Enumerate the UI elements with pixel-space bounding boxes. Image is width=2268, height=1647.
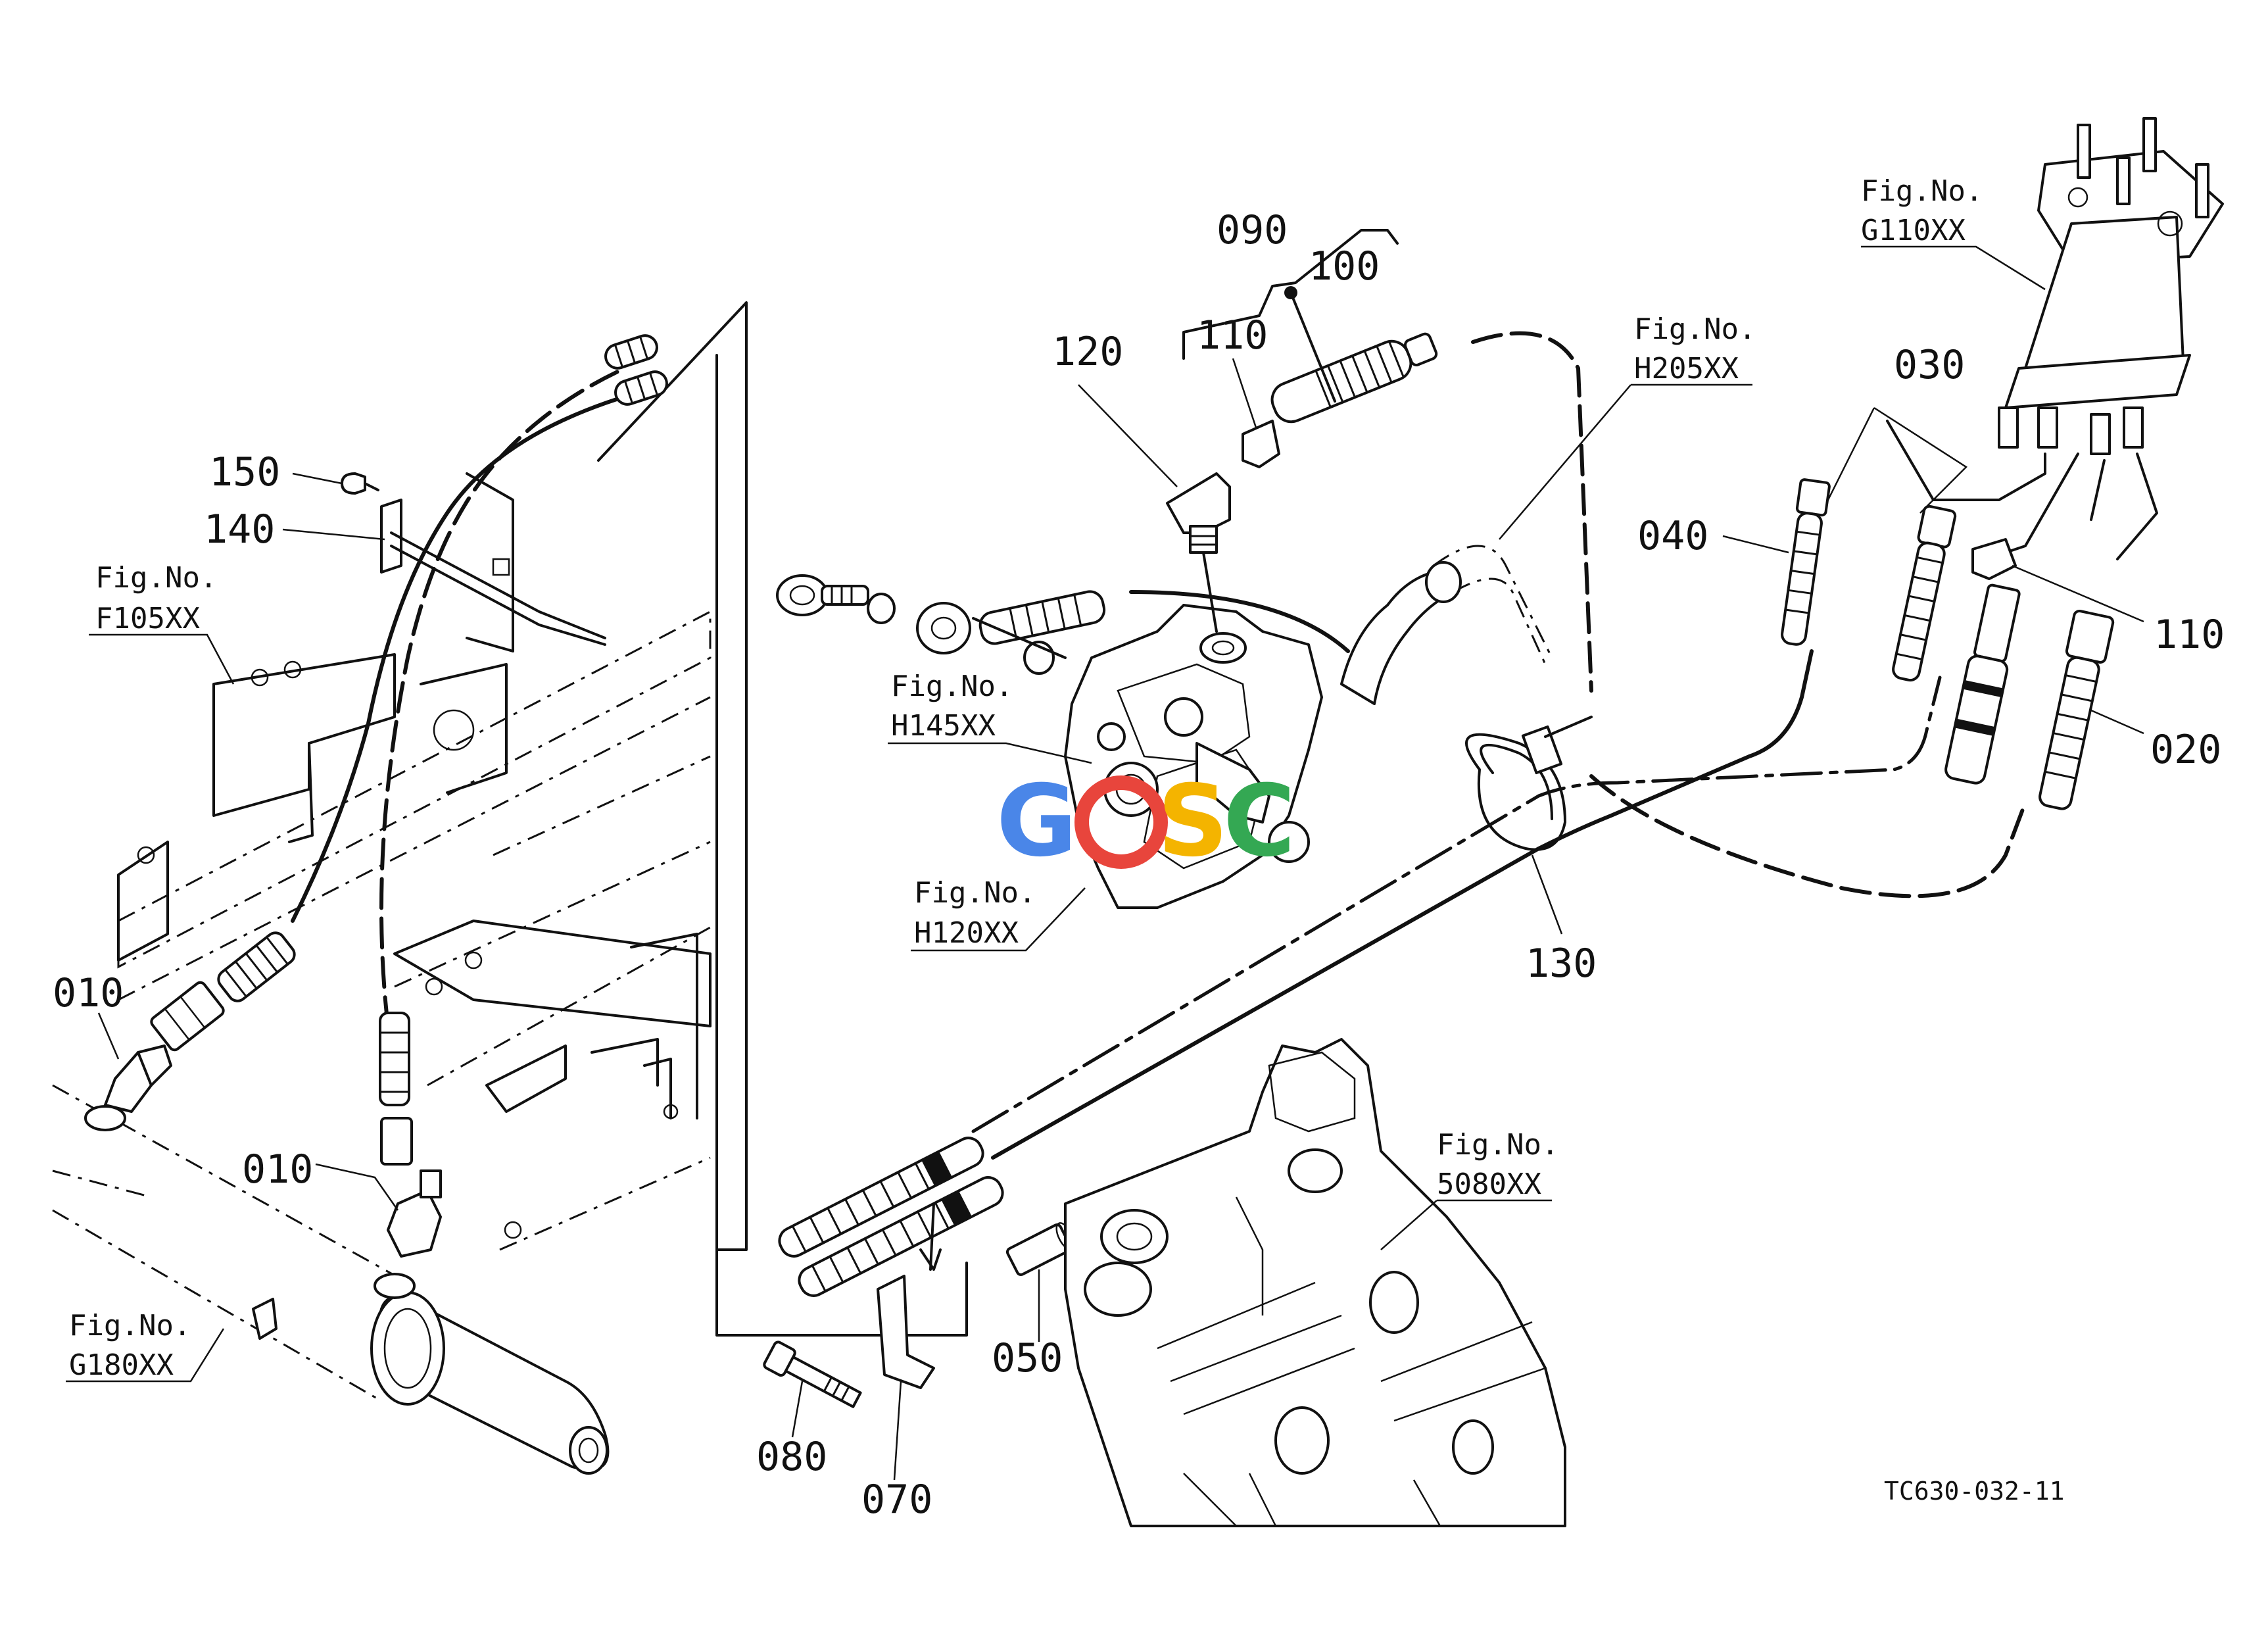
drawing-code: TC630-032-11 <box>1884 1477 2065 1506</box>
figref-h120xx-code: H120XX <box>914 916 1019 950</box>
steering-unit <box>1886 117 2224 560</box>
part-label-020: 020 <box>2150 727 2221 773</box>
figref-h120xx-prefix: Fig.No. <box>914 876 1036 910</box>
leader-lines <box>66 245 2144 1481</box>
part-label-030: 030 <box>1894 342 1965 388</box>
part-label-140: 140 <box>204 506 275 553</box>
figref-5080xx-prefix: Fig.No. <box>1437 1128 1558 1162</box>
part-label-120: 120 <box>1052 329 1123 375</box>
part-label-070: 070 <box>861 1477 932 1523</box>
figref-g110xx-code: G110XX <box>1861 214 1966 247</box>
upper-fittings <box>1166 229 1593 693</box>
part-label-100: 100 <box>1309 243 1380 289</box>
hydraulic-pump <box>776 545 1553 909</box>
right-hoses <box>1781 478 2115 810</box>
figref-h205xx-code: H205XX <box>1634 352 1739 385</box>
part-label-130: 130 <box>1526 941 1597 987</box>
watermark-letter-g: G <box>996 764 1077 879</box>
figref-f105xx-code: F105XX <box>95 602 200 635</box>
figref-h145xx-code: H145XX <box>891 709 996 743</box>
part-number-labels: 010 010 020 030 040 050 070 080 090 100 … <box>53 207 2225 1523</box>
part-label-050: 050 <box>992 1335 1063 1381</box>
lower-hose-pair <box>763 1137 1075 1408</box>
part-label-110-top: 110 <box>1197 312 1268 358</box>
part-label-010-right: 010 <box>242 1146 313 1192</box>
figref-g110xx-prefix: Fig.No. <box>1861 174 1983 208</box>
part-label-040: 040 <box>1637 513 1708 559</box>
steering-cylinder <box>52 1084 610 1475</box>
cable-tie-130 <box>1465 716 1593 851</box>
part-label-110-right: 110 <box>2154 612 2225 658</box>
part-label-090: 090 <box>1217 207 1288 253</box>
part-label-010-left: 010 <box>53 970 124 1016</box>
figref-h145xx-prefix: Fig.No. <box>891 670 1013 703</box>
watermark-letter-c: C <box>1223 764 1295 879</box>
watermark-logo: G S C <box>996 764 1295 879</box>
transmission-case <box>1064 1038 1566 1527</box>
figref-f105xx-prefix: Fig.No. <box>95 561 217 595</box>
watermark-letter-s: S <box>1157 764 1228 879</box>
left-hoses <box>104 334 668 1258</box>
figref-g180xx-prefix: Fig.No. <box>69 1309 191 1342</box>
figure-reference-labels: Fig.No. F105XX Fig.No. G110XX Fig.No. H2… <box>69 174 1983 1382</box>
part-label-150: 150 <box>209 449 280 495</box>
frame-f105xx <box>117 472 712 1251</box>
figref-h205xx-prefix: Fig.No. <box>1634 312 1756 346</box>
sub-assembly-frame <box>597 301 968 1337</box>
figref-g180xx-code: G180XX <box>69 1348 174 1382</box>
figref-5080xx-code: 5080XX <box>1437 1168 1541 1201</box>
part-label-080: 080 <box>756 1434 827 1480</box>
bracket-140 <box>341 472 606 646</box>
